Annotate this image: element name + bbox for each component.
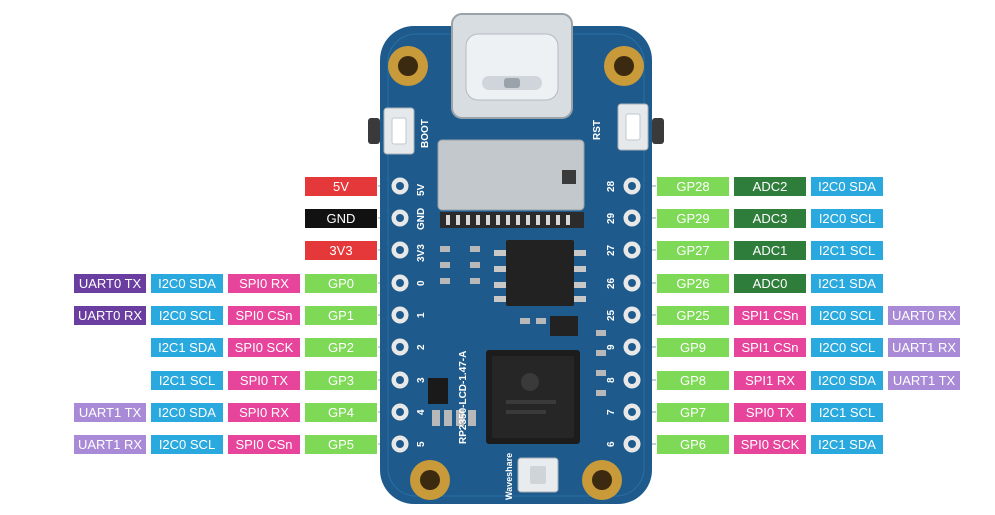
pin-label-spi: SPI0 TX <box>228 370 300 390</box>
mcu-chip <box>486 350 580 444</box>
pin-label-gpio: GP5 <box>305 434 377 454</box>
pin-label-i2c: I2C1 SCL <box>811 240 883 260</box>
usb-c-connector <box>451 13 573 119</box>
pin-label-gpio: GP6 <box>657 434 729 454</box>
pin-label-spi: SPI1 RX <box>734 370 806 390</box>
pin-label-i2c: I2C1 SDA <box>151 337 223 357</box>
pin-label-gpio: GP4 <box>305 402 377 422</box>
silk-num: 5 <box>416 441 427 447</box>
pin-label-uart-light: UART1 TX <box>74 402 146 422</box>
silk-gnd: GND <box>416 208 427 230</box>
silk-num: 3 <box>416 377 427 383</box>
mounting-holes <box>388 46 644 500</box>
silk-num: 29 <box>606 212 617 224</box>
silk-num: 25 <box>606 309 617 321</box>
pin-label-i2c: I2C0 SDA <box>811 176 883 196</box>
silk-5v: 5V <box>416 183 427 196</box>
pin-label-i2c: I2C0 SCL <box>151 305 223 325</box>
pin-label-power-3v3: 3V3 <box>305 240 377 260</box>
pin-label-gnd: GND <box>305 208 377 228</box>
pin-label-i2c: I2C1 SCL <box>151 370 223 390</box>
pin-label-adc: ADC2 <box>734 176 806 196</box>
pin-label-spi: SPI1 CSn <box>734 305 806 325</box>
pin-label-i2c: I2C0 SCL <box>811 305 883 325</box>
silk-num: 1 <box>416 312 427 318</box>
pin-label-gpio: GP3 <box>305 370 377 390</box>
silk-num: 6 <box>606 441 617 447</box>
rst-side-button <box>652 118 664 144</box>
silk-left-numbers: 0 1 2 3 4 5 <box>416 280 427 447</box>
pin-label-uart-light: UART1 RX <box>888 337 960 357</box>
silk-model: RP2350-LCD-1.47-A <box>458 351 469 444</box>
silk-num: 4 <box>416 409 427 415</box>
pin-label-gpio: GP28 <box>657 176 729 196</box>
pin-label-gpio: GP29 <box>657 208 729 228</box>
pin-label-i2c: I2C1 SDA <box>811 434 883 454</box>
silk-num: 8 <box>606 377 617 383</box>
pin-label-gpio: GP9 <box>657 337 729 357</box>
pin-label-adc: ADC3 <box>734 208 806 228</box>
silk-right-numbers: 28 29 27 26 25 9 8 7 6 <box>606 180 617 447</box>
pin-label-adc: ADC1 <box>734 240 806 260</box>
silk-3v3: 3V3 <box>416 244 427 262</box>
pin-label-uart-light: UART1 RX <box>74 434 146 454</box>
shield-can <box>437 139 585 211</box>
silk-boot: BOOT <box>420 119 431 148</box>
pin-label-spi: SPI1 CSn <box>734 337 806 357</box>
pin-label-uart-light: UART1 TX <box>888 370 960 390</box>
pin-label-spi: SPI0 RX <box>228 273 300 293</box>
pin-label-i2c: I2C0 SCL <box>811 208 883 228</box>
pin-label-spi: SPI0 CSn <box>228 434 300 454</box>
pin-label-spi: SPI0 CSn <box>228 305 300 325</box>
boot-button <box>383 107 415 155</box>
pin-label-i2c: I2C1 SDA <box>811 273 883 293</box>
silk-num: 26 <box>606 277 617 289</box>
pin-label-gpio: GP2 <box>305 337 377 357</box>
silk-num: 27 <box>606 244 617 256</box>
pin-label-i2c: I2C0 SCL <box>811 337 883 357</box>
silk-num: 9 <box>606 344 617 350</box>
silk-num: 28 <box>606 180 617 192</box>
fpc-connector <box>440 212 584 228</box>
silk-brand: Waveshare <box>504 453 514 500</box>
flash-chip <box>506 240 574 306</box>
pin-label-gpio: GP25 <box>657 305 729 325</box>
pin-label-gpio: GP27 <box>657 240 729 260</box>
silk-num: 0 <box>416 280 427 286</box>
pin-label-gpio: GP8 <box>657 370 729 390</box>
pin-label-spi: SPI0 TX <box>734 402 806 422</box>
pin-label-i2c: I2C0 SDA <box>151 402 223 422</box>
boot-side-button <box>368 118 380 144</box>
silk-rst: RST <box>592 120 603 140</box>
rst-button <box>617 103 649 151</box>
pin-label-power-5v: 5V <box>305 176 377 196</box>
pin-label-adc: ADC0 <box>734 273 806 293</box>
silk-num: 7 <box>606 409 617 415</box>
pin-label-gpio: GP0 <box>305 273 377 293</box>
pin-label-uart: UART0 RX <box>74 305 146 325</box>
pin-label-spi: SPI0 RX <box>228 402 300 422</box>
pin-label-gpio: GP1 <box>305 305 377 325</box>
pin-label-gpio: GP7 <box>657 402 729 422</box>
pin-label-gpio: GP26 <box>657 273 729 293</box>
pin-label-i2c: I2C0 SDA <box>151 273 223 293</box>
pin-label-i2c: I2C0 SCL <box>151 434 223 454</box>
silk-num: 2 <box>416 344 427 350</box>
left-header-pins <box>390 176 410 454</box>
pin-label-uart: UART0 TX <box>74 273 146 293</box>
pin-label-i2c: I2C0 SDA <box>811 370 883 390</box>
pin-label-i2c: I2C1 SCL <box>811 402 883 422</box>
pin-label-spi: SPI0 SCK <box>734 434 806 454</box>
pin-label-uart-light: UART0 RX <box>888 305 960 325</box>
pin-label-spi: SPI0 SCK <box>228 337 300 357</box>
